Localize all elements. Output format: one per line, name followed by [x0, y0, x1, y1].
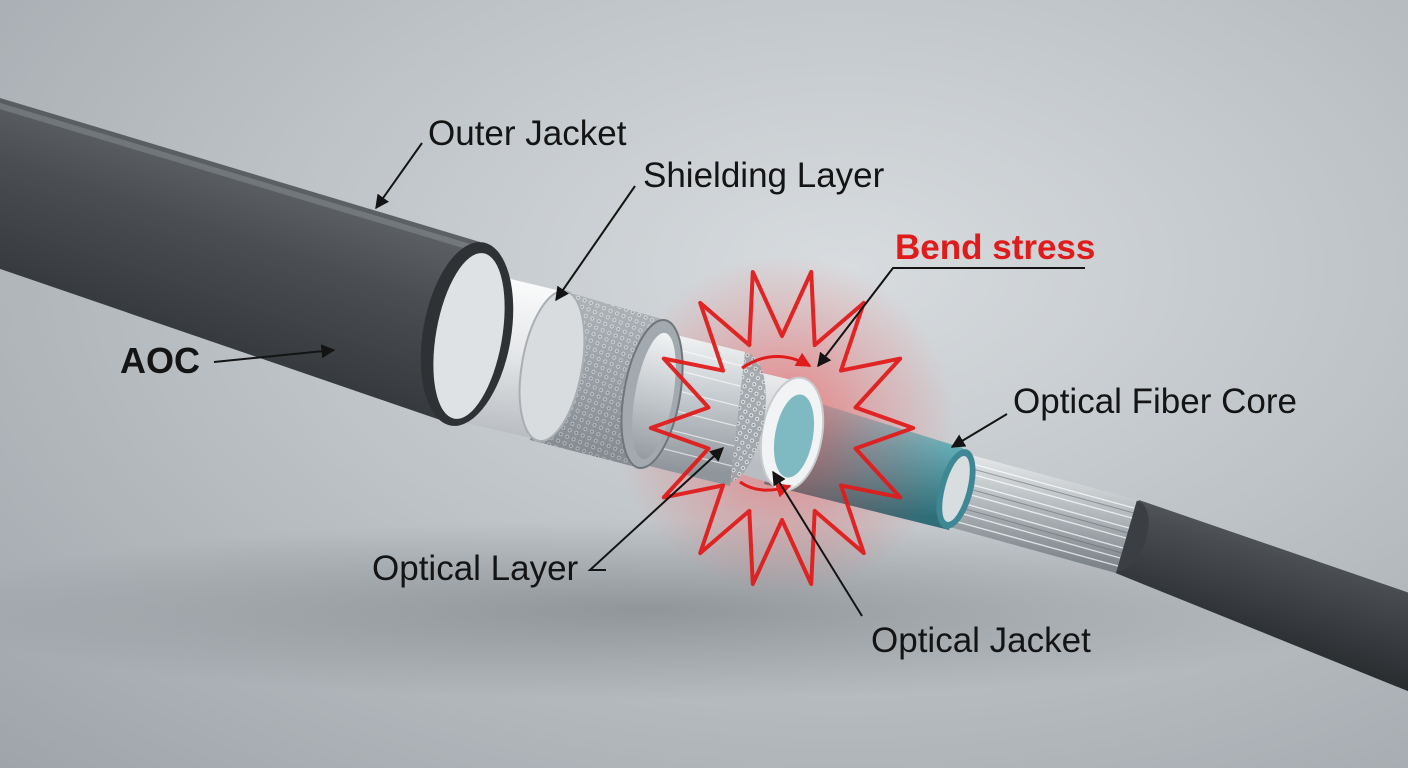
leader-shielding-layer: [555, 185, 636, 302]
label-optical-layer: Optical Layer: [372, 549, 579, 588]
label-aoc: AOC: [120, 340, 200, 381]
label-outer-jacket: Outer Jacket: [428, 114, 627, 153]
cable-shadow: [0, 520, 1370, 700]
label-bend-stress: Bend stress: [895, 228, 1096, 267]
leader-optical-layer: [587, 447, 725, 571]
outer-jacket-part: [0, 98, 514, 426]
leader-optical-jacket: [772, 470, 863, 617]
label-optical-fiber-core: Optical Fiber Core: [1013, 382, 1297, 421]
starburst-icon: [648, 270, 916, 586]
leader-optical-fiber-core: [950, 413, 1008, 448]
label-shielding-layer: Shielding Layer: [643, 156, 885, 195]
curved-arrow-icon: [739, 480, 792, 498]
leader-outer-jacket: [375, 142, 423, 210]
exposed-fiber-strands: [946, 452, 1137, 573]
curved-arrow-icon: [741, 352, 812, 370]
leader-aoc: [213, 344, 336, 363]
leader-bend-stress: [817, 267, 1085, 368]
label-optical-jacket: Optical Jacket: [871, 621, 1091, 660]
